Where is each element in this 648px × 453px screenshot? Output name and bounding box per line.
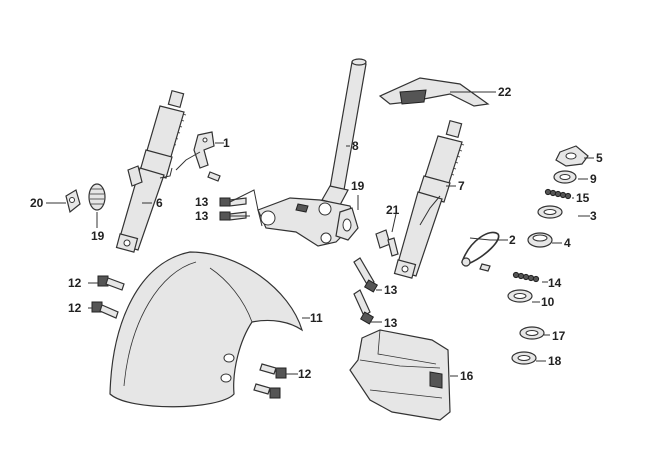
balls-part-15 <box>544 188 572 200</box>
callout-13-upper-a: 13 <box>195 195 209 209</box>
washer-part-19-center <box>335 207 359 241</box>
callout-19-left: 19 <box>91 229 105 243</box>
callout-11: 11 <box>310 311 323 325</box>
callout-2: 2 <box>509 233 516 247</box>
callout-13-lower-b: 13 <box>384 316 398 330</box>
callout-17: 17 <box>552 329 566 343</box>
triple-clamp <box>257 197 357 247</box>
clip-part-21 <box>375 229 399 257</box>
bracket-part-1 <box>193 131 221 182</box>
bolts-part-12-lower <box>253 363 287 399</box>
bolts-part-12-left <box>91 275 125 319</box>
leader-lines <box>46 91 594 377</box>
headlight-cover <box>349 329 451 421</box>
callout-3: 3 <box>590 209 597 223</box>
cover-part-22 <box>378 77 490 107</box>
front-fender <box>109 251 304 408</box>
callout-16: 16 <box>460 369 474 383</box>
callout-8: 8 <box>352 139 359 153</box>
bolts-part-13-lower <box>353 257 379 325</box>
fork-clip <box>127 165 143 187</box>
balls-part-14 <box>512 271 540 283</box>
callout-labels: 1 2 3 4 5 6 7 8 9 10 11 12 12 12 13 13 1… <box>30 85 603 383</box>
reflector-part-19-left <box>88 183 106 211</box>
right-fork-leg <box>393 119 465 279</box>
callout-12-top: 12 <box>68 276 82 290</box>
left-fork-leg <box>115 89 187 253</box>
callout-20: 20 <box>30 196 44 210</box>
clamp-part-20 <box>65 189 81 214</box>
callout-4: 4 <box>564 236 571 250</box>
bearing-stack-parts <box>527 145 589 248</box>
callout-1: 1 <box>223 136 230 150</box>
callout-12-middle: 12 <box>68 301 82 315</box>
callout-13-upper-b: 13 <box>195 209 209 223</box>
callout-7: 7 <box>458 179 465 193</box>
callout-10: 10 <box>541 295 555 309</box>
lower-bearing-parts <box>507 271 545 365</box>
callout-21: 21 <box>386 203 400 217</box>
callout-14: 14 <box>548 276 562 290</box>
callout-13-lower-a: 13 <box>384 283 398 297</box>
callout-9: 9 <box>590 172 597 186</box>
hose-clip-part-2 <box>460 231 500 272</box>
callout-22: 22 <box>498 85 512 99</box>
callout-15: 15 <box>576 191 590 205</box>
bolts-part-13-upper <box>219 197 247 221</box>
callout-12-bottom: 12 <box>298 367 312 381</box>
callout-5: 5 <box>596 151 603 165</box>
callout-19-center: 19 <box>351 179 365 193</box>
callout-18: 18 <box>548 354 562 368</box>
callout-6: 6 <box>156 196 163 210</box>
